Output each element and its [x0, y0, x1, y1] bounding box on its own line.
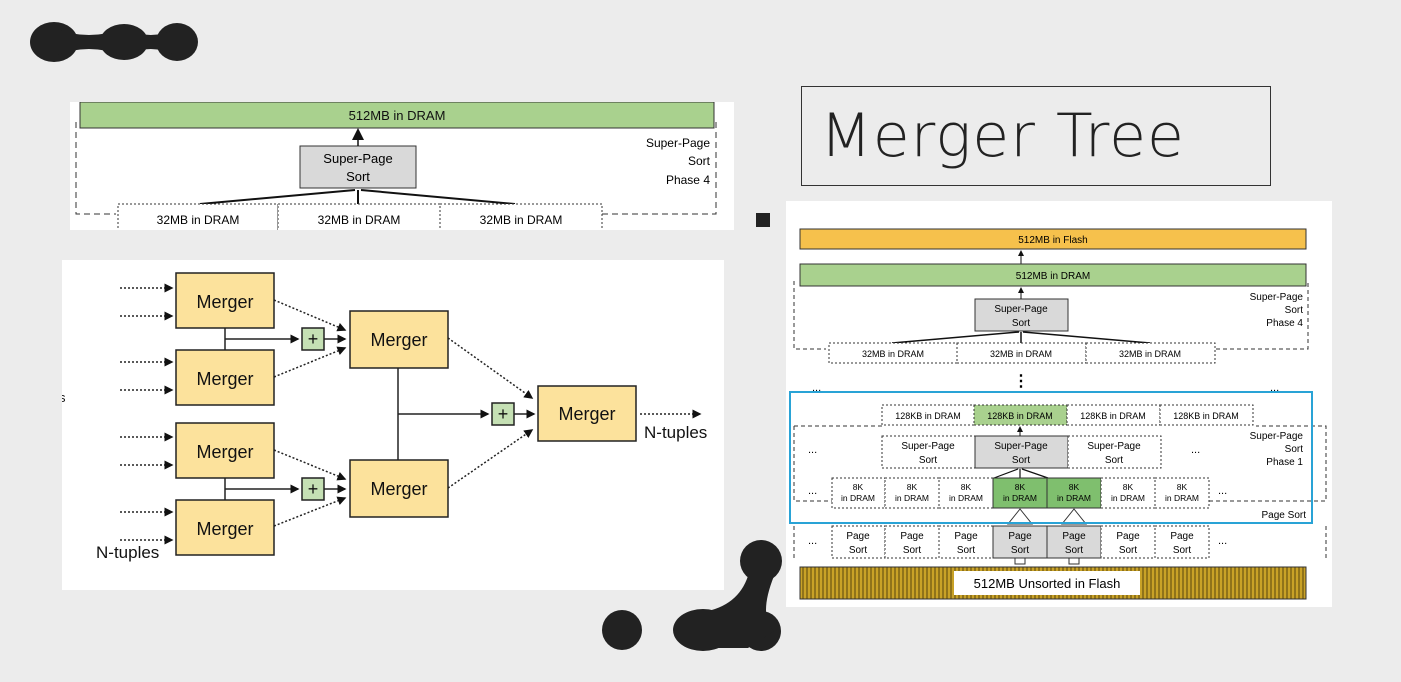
cell-8k: 8K [907, 482, 918, 492]
merger-node: Merger [196, 369, 253, 389]
bullet-marker [756, 213, 770, 227]
dram-bar [79, 101, 715, 129]
sps-line2: Sort [1012, 455, 1031, 466]
cell-8k: 8K [1123, 482, 1134, 492]
ellipsis: ... [1270, 382, 1279, 394]
page-sort-box: Page [1116, 531, 1140, 542]
cell-32mb: 32MB in DRAM [157, 213, 240, 227]
ellipsis: ... [812, 382, 821, 394]
cell-128kb: 128KB in DRAM [1080, 411, 1146, 421]
page-sort-box: Page [1170, 531, 1194, 542]
cell-8k-highlight: 8K [1069, 482, 1080, 492]
ellipsis: ... [808, 485, 817, 497]
unsorted-flash-label: 512MB Unsorted in Flash [974, 576, 1121, 591]
page-sort-box: Sort [849, 545, 868, 556]
sps-line1: Super-Page [1087, 441, 1141, 452]
ellipsis: ... [808, 444, 817, 456]
merger-node: Merger [370, 479, 427, 499]
page-sort-box: Sort [1119, 545, 1138, 556]
page-sort-box: Sort [957, 545, 976, 556]
phase1-line3: Phase 1 [1266, 457, 1303, 468]
page-sort-box: Page [1062, 531, 1086, 542]
cell-8k: in DRAM [949, 493, 983, 503]
phase4-line1: Super-Page [1250, 292, 1304, 303]
phase4-line3: Phase 4 [666, 173, 710, 187]
sort-box-line1: Super-Page [994, 304, 1048, 315]
sps-line2: Sort [919, 455, 938, 466]
cell-128kb-highlight: 128KB in DRAM [987, 411, 1053, 421]
merger-node-root: Merger [558, 404, 615, 424]
cell-128kb: 128KB in DRAM [895, 411, 961, 421]
brand-logo [30, 22, 198, 62]
sort-box-line1: Super-Page [323, 151, 392, 166]
phase1-line2: Sort [1285, 444, 1304, 455]
page-sort-box: Page [954, 531, 978, 542]
full-tree-diagram: 512MB in Flash 512MB in DRAM Super-Page … [789, 228, 1327, 600]
page-sort-box: Page [846, 531, 870, 542]
ellipsis: ... [1218, 535, 1227, 547]
sps-line2: Sort [1105, 455, 1124, 466]
title-box: Merger Tree [801, 86, 1271, 186]
page-title: Merger Tree [820, 101, 1185, 171]
ellipsis: ... [1191, 444, 1200, 456]
ellipsis: ... [808, 535, 817, 547]
merger-node: Merger [196, 519, 253, 539]
output-label: N-tuples [644, 423, 707, 442]
cell-32mb: 32MB in DRAM [862, 349, 924, 359]
top-crop-panel: 512MB in DRAM Super-Page Sort Super-Page… [70, 101, 734, 233]
page-sort-box: Sort [903, 545, 922, 556]
merger-node: Merger [196, 442, 253, 462]
phase4-line2: Sort [1285, 305, 1304, 316]
flash-bar-label: 512MB in Flash [1018, 235, 1087, 246]
super-page-sort-box [299, 145, 417, 189]
cell-128kb: 128KB in DRAM [1173, 411, 1239, 421]
page-sort-box: Page [900, 531, 924, 542]
ellipsis: ... [1218, 485, 1227, 497]
plus-node: + [308, 479, 319, 499]
sort-box-line2: Sort [1012, 318, 1031, 329]
phase4-line1: Super-Page [646, 136, 710, 150]
cell-32mb: 32MB in DRAM [480, 213, 563, 227]
page-sort-box: Sort [1173, 545, 1192, 556]
page-sort-box: Page [1008, 531, 1032, 542]
page-sort-box: Sort [1011, 545, 1030, 556]
cell-8k: in DRAM [841, 493, 875, 503]
plus-node: + [498, 404, 509, 424]
vertical-dots: ⋮ [1013, 373, 1029, 390]
cell-8k-highlight: in DRAM [1057, 493, 1091, 503]
merger-diagram-panel: Merger Merger Merger Merger Merger Merge… [59, 260, 724, 590]
cell-8k: in DRAM [1165, 493, 1199, 503]
decorative-connector [602, 540, 782, 651]
sps-line1: Super-Page [901, 441, 955, 452]
merger-tree-diagram: Merger Merger Merger Merger Merger Merge… [59, 272, 707, 562]
cell-32mb: 32MB in DRAM [318, 213, 401, 227]
cell-8k: 8K [853, 482, 864, 492]
phase4-line2: Sort [688, 154, 711, 168]
phase1-line1: Super-Page [1250, 431, 1304, 442]
plus-node: + [308, 329, 319, 349]
cell-8k: in DRAM [895, 493, 929, 503]
cell-8k: in DRAM [1111, 493, 1145, 503]
phase1-highlight [789, 391, 1313, 524]
sps-line1: Super-Page [994, 441, 1048, 452]
dram-bar-label: 512MB in DRAM [1016, 271, 1090, 282]
merger-node: Merger [196, 292, 253, 312]
cell-32mb: 32MB in DRAM [990, 349, 1052, 359]
edge-glyph: s [62, 390, 66, 405]
cell-8k-highlight: in DRAM [1003, 493, 1037, 503]
full-tree-panel: 512MB in Flash 512MB in DRAM Super-Page … [786, 201, 1332, 607]
cell-8k: 8K [1177, 482, 1188, 492]
page-sort-label: Page Sort [1262, 510, 1307, 521]
top-crop-diagram: 512MB in DRAM Super-Page Sort Super-Page… [75, 101, 717, 233]
dram-bar-label: 512MB in DRAM [349, 108, 446, 123]
input-label: N-tuples [96, 543, 159, 562]
cell-32mb: 32MB in DRAM [1119, 349, 1181, 359]
cell-8k-highlight: 8K [1015, 482, 1026, 492]
phase4-line3: Phase 4 [1266, 318, 1303, 329]
cell-8k: 8K [961, 482, 972, 492]
sort-box-line2: Sort [346, 169, 370, 184]
merger-node: Merger [370, 330, 427, 350]
page-sort-box: Sort [1065, 545, 1084, 556]
